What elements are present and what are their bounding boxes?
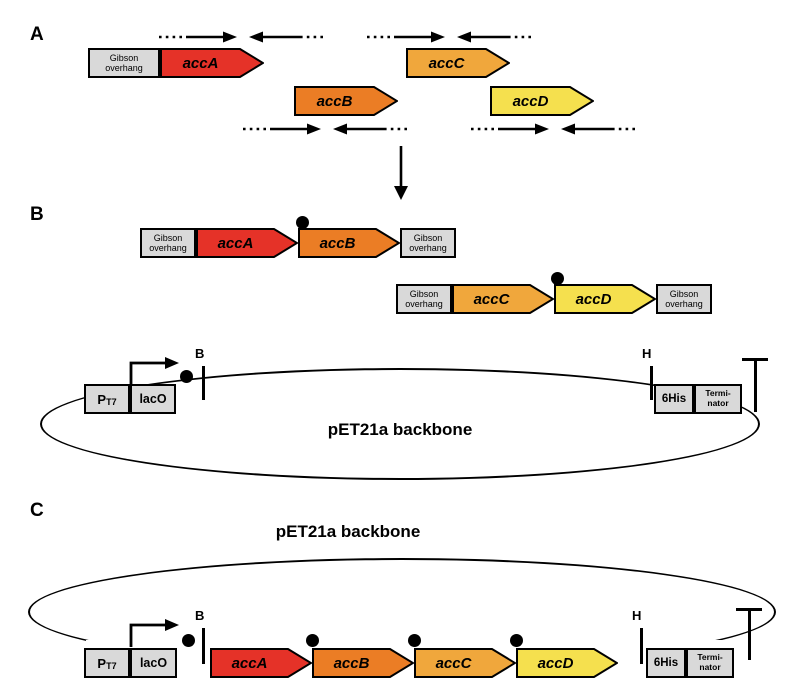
rbs-dot-icon [551, 272, 564, 285]
gene-label-accD: accD [537, 654, 574, 672]
gene-arrow-accC: accC [406, 48, 510, 78]
down-arrow-icon [390, 146, 412, 205]
terminator-label: Termi- [705, 388, 731, 399]
primer-forward-icon [468, 122, 550, 141]
gene-arrow-accD: accD [490, 86, 594, 116]
gene-label-accD: accD [575, 290, 612, 308]
laco-box: lacO [130, 384, 176, 414]
site-h-tick [640, 628, 643, 664]
gibson-overhang-box: Gibson overhang [400, 228, 456, 258]
his-tag-label: 6His [661, 393, 687, 405]
site-h-label: H [632, 608, 642, 623]
rbs-dot-icon [306, 634, 319, 647]
his-tag-box: 6His [654, 384, 694, 414]
gibson-overhang-box: Gibson overhang [396, 284, 452, 314]
gene-label-accA: accA [217, 234, 254, 252]
site-b-label: B [195, 346, 205, 361]
his-tag-box: 6His [646, 648, 686, 678]
gene-arrow-accA: accA [160, 48, 264, 78]
gibson-overhang-box: Gibson overhang [656, 284, 712, 314]
primer-reverse-icon [456, 30, 538, 49]
panel-b-label: B [30, 204, 44, 225]
primer-reverse-icon [248, 30, 330, 49]
rbs-dot-icon [408, 634, 421, 647]
gene-arrow-shape [490, 86, 594, 116]
gene-label-accA: accA [182, 54, 219, 72]
gene-arrow-shape [196, 228, 298, 258]
site-b-label: B [195, 608, 205, 623]
site-b-tick [202, 628, 205, 664]
gene-label-accD: accD [512, 92, 549, 110]
gene-arrow-shape [160, 48, 264, 78]
promoter-arrow-icon [128, 356, 180, 391]
terminator-symbol-icon [736, 608, 762, 611]
gene-label-accC: accC [428, 54, 465, 72]
gibson-overhang-box: Gibson overhang [140, 228, 196, 258]
plasmid-ellipse [40, 368, 760, 480]
gene-arrow-shape [452, 284, 554, 314]
gene-arrow-shape [414, 648, 516, 678]
gene-arrow-accD: accD [516, 648, 618, 678]
terminator-label: Termi- [697, 652, 723, 663]
terminator-symbol-icon [742, 358, 768, 361]
gene-arrow-shape [312, 648, 414, 678]
panel-c-label: C [30, 500, 44, 521]
rbs-dot-icon [296, 216, 309, 229]
gene-label-accC: accC [473, 290, 510, 308]
laco-label: lacO [139, 656, 168, 670]
site-h-tick [650, 366, 653, 400]
primer-forward-icon [156, 30, 238, 49]
gibson-overhang-box: Gibson overhang [88, 48, 160, 78]
gene-arrow-shape [554, 284, 656, 314]
gene-arrow-accD: accD [554, 284, 656, 314]
gene-label-accB: accB [333, 654, 370, 672]
gene-arrow-shape [294, 86, 398, 116]
backbone-title: pET21a backbone [327, 420, 473, 439]
gene-arrow-accA: accA [210, 648, 312, 678]
gene-arrow-shape [516, 648, 618, 678]
gene-arrow-accB: accB [298, 228, 400, 258]
gene-arrow-shape [298, 228, 400, 258]
rbs-dot-icon [182, 634, 195, 647]
gene-label-accB: accB [319, 234, 356, 252]
rbs-dot-icon [180, 370, 193, 383]
primer-forward-icon [240, 122, 322, 141]
site-h-label: H [642, 346, 652, 361]
backbone-title: pET21a backbone [275, 522, 421, 541]
laco-box: lacO [130, 648, 177, 678]
gene-arrow-shape [210, 648, 312, 678]
primer-reverse-icon [332, 122, 414, 141]
gene-label-accA: accA [231, 654, 268, 672]
gene-arrow-accC: accC [452, 284, 554, 314]
laco-label: lacO [139, 392, 167, 406]
gene-arrow-accC: accC [414, 648, 516, 678]
gene-arrow-accB: accB [294, 86, 398, 116]
terminator-box: Termi- nator [686, 648, 734, 678]
primer-forward-icon [364, 30, 446, 49]
terminator-symbol-stem [748, 610, 751, 660]
gene-arrow-accA: accA [196, 228, 298, 258]
gene-arrow-accB: accB [312, 648, 414, 678]
primer-reverse-icon [560, 122, 642, 141]
rbs-dot-icon [510, 634, 523, 647]
his-tag-label: 6His [653, 657, 679, 669]
gibson-overhang-label: Gibson [109, 52, 139, 63]
gene-label-accB: accB [316, 92, 353, 110]
terminator-symbol-stem [754, 360, 757, 412]
gene-label-accC: accC [435, 654, 472, 672]
promoter-arrow-icon [128, 618, 180, 653]
terminator-box: Termi- nator [694, 384, 742, 414]
site-b-tick [202, 366, 205, 400]
panel-a-label: A [30, 24, 44, 45]
gene-arrow-shape [406, 48, 510, 78]
